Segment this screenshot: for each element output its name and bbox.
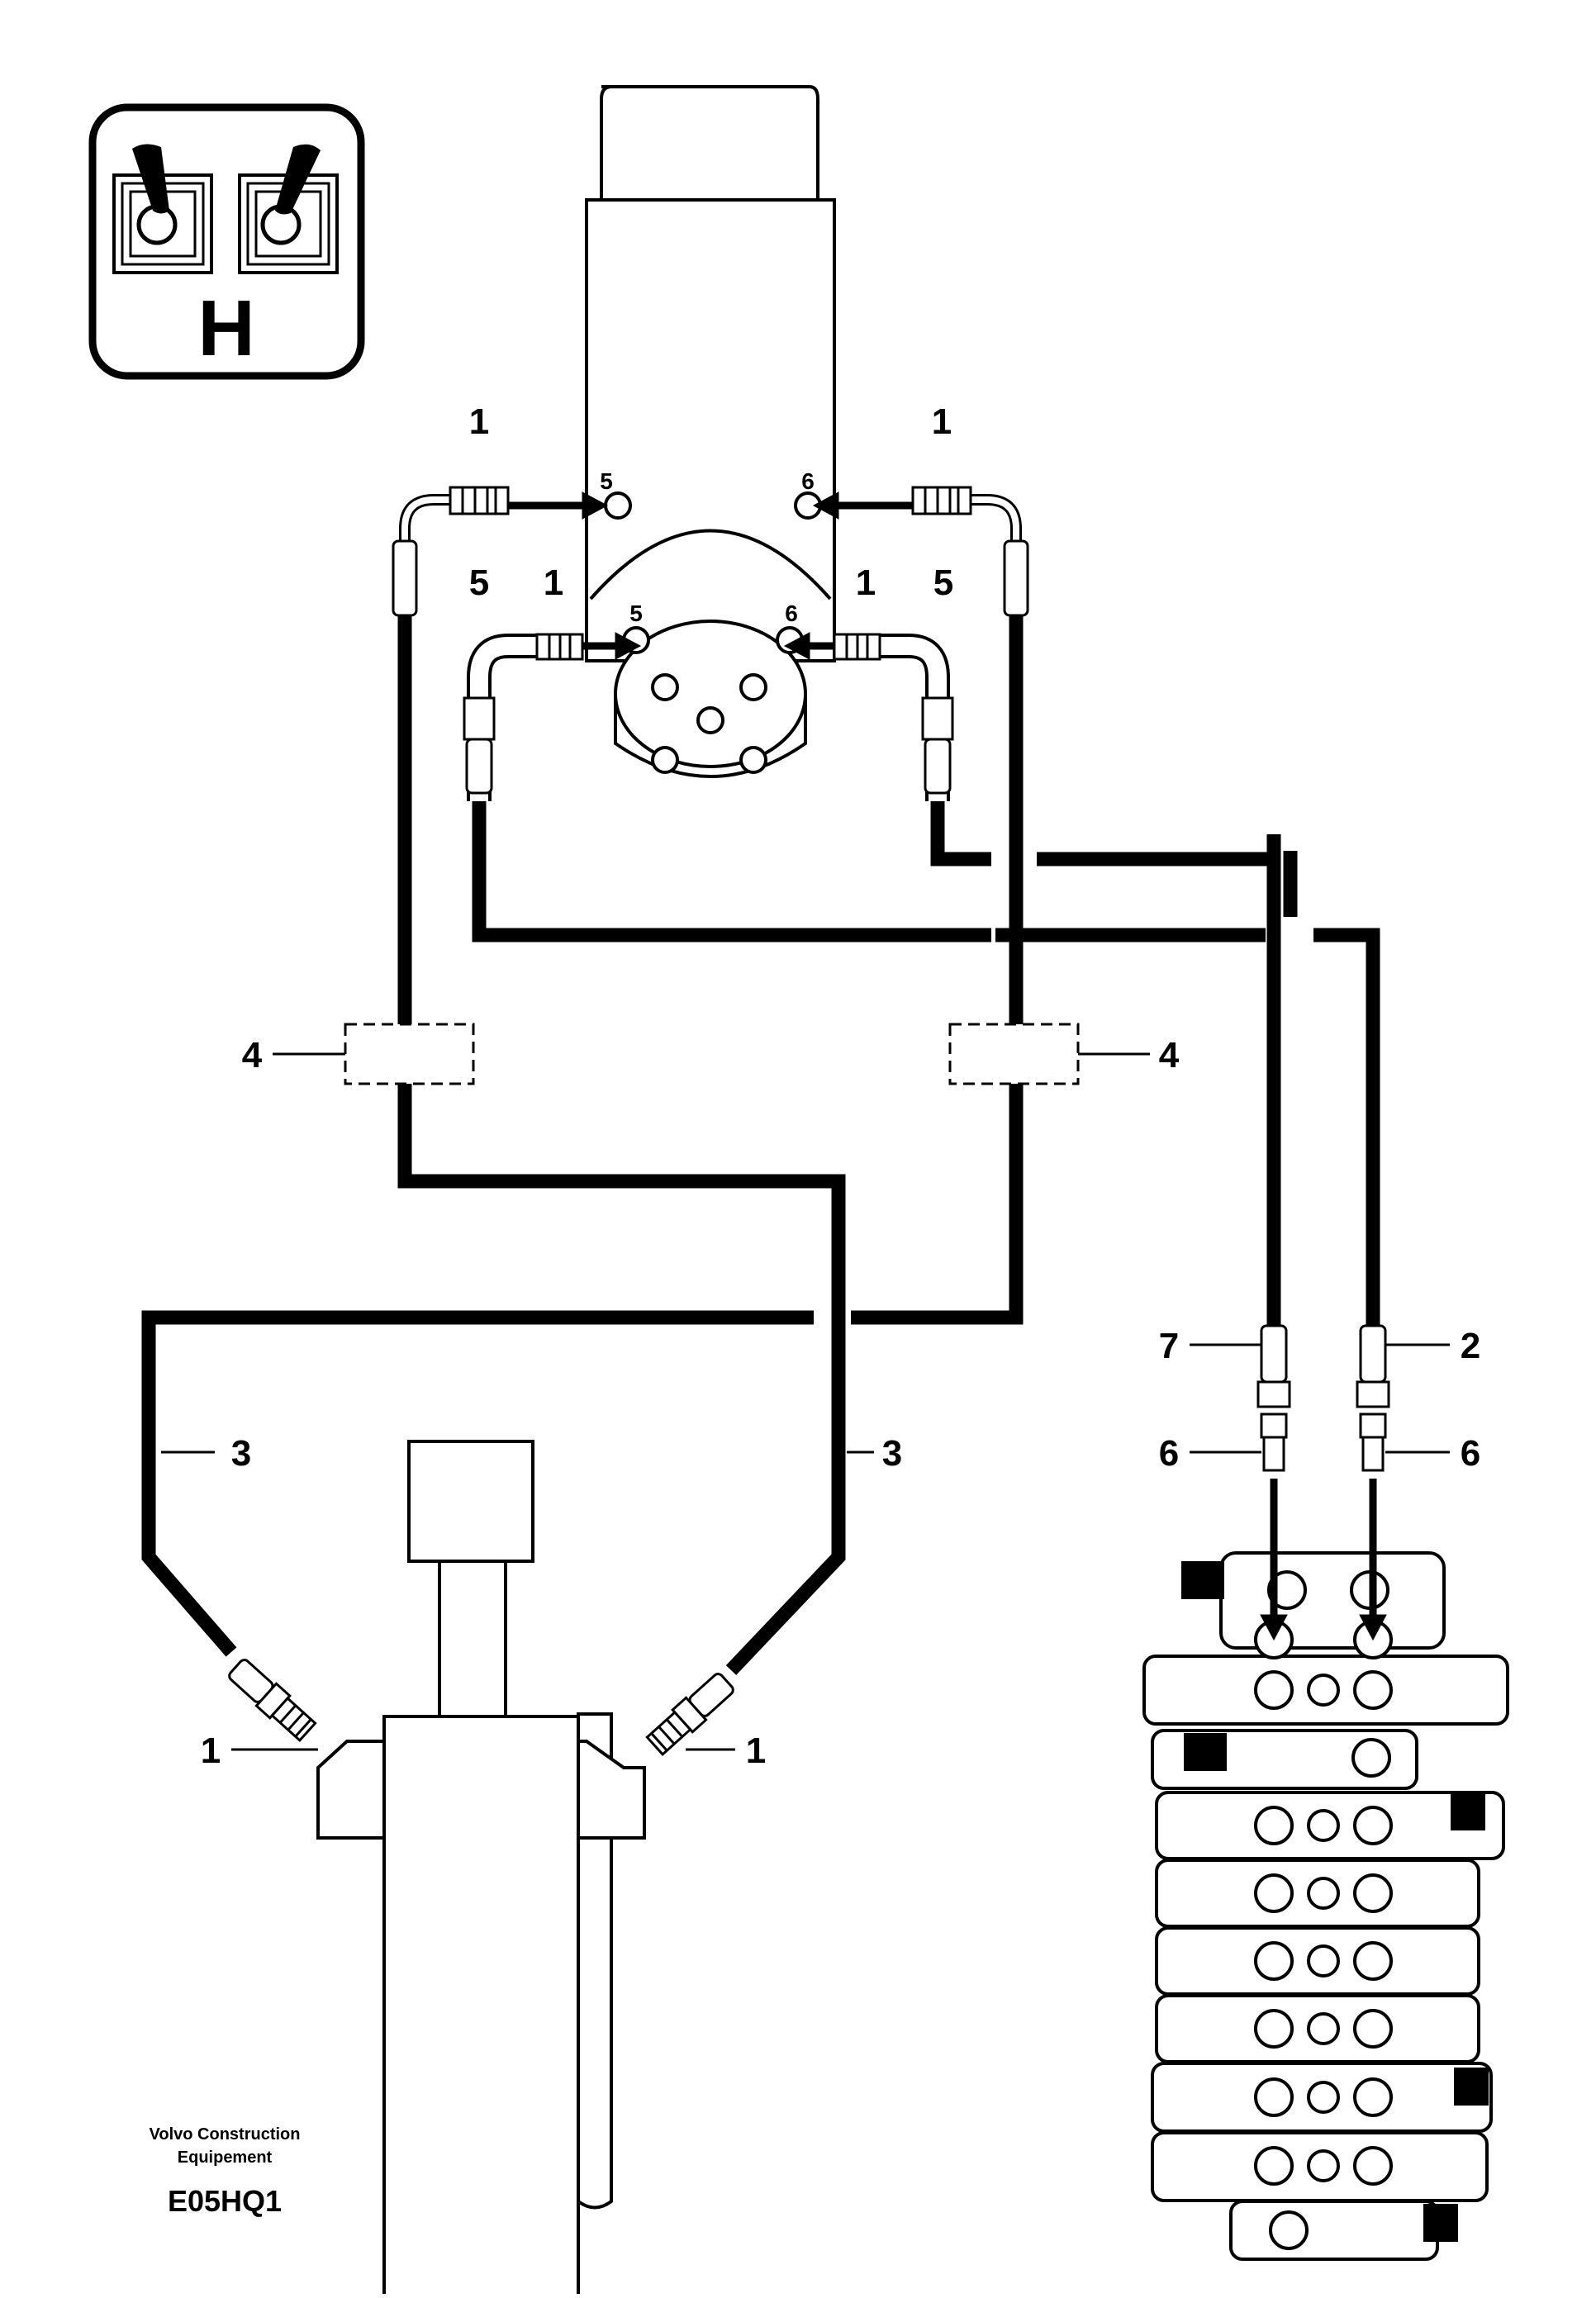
- motor-fittings: [392, 486, 1029, 801]
- callout-1: 1: [201, 1731, 221, 1771]
- callout-5: 5: [933, 563, 953, 603]
- callout-1: 1: [932, 401, 952, 442]
- cylinder-fittings: [228, 1659, 734, 1757]
- footer: Volvo Construction Equipement E05HQ1: [150, 2125, 301, 2218]
- callout-2: 2: [1461, 1326, 1480, 1366]
- hose-line: [397, 603, 846, 1675]
- callout-1: 1: [856, 563, 876, 603]
- callout-5: 5: [469, 563, 489, 603]
- callout-7: 7: [1159, 1326, 1179, 1366]
- callout-4: 4: [1159, 1035, 1180, 1075]
- port-mark-6: 6: [801, 468, 815, 494]
- control-valve-block: [1142, 1551, 1509, 2261]
- port-marks: 5 6 5 6: [600, 468, 815, 626]
- arrow-left-icon: [783, 632, 810, 660]
- callout-6: 6: [1461, 1433, 1480, 1474]
- port-mark-5: 5: [629, 601, 643, 626]
- callout-3: 3: [231, 1433, 251, 1474]
- left-joystick-icon: [112, 144, 213, 274]
- optional-valve-boxes: [344, 1023, 1080, 1085]
- callout-1: 1: [469, 401, 489, 442]
- connection-arrows: [508, 491, 913, 660]
- hose-line: [141, 1310, 814, 1657]
- callout-6: 6: [1159, 1433, 1179, 1474]
- figure-code: E05HQ1: [168, 2184, 282, 2218]
- callout-labels: 1 1 5 1 1 5 4 4 3 3 7 2 6 6 1 1: [201, 401, 1480, 1771]
- credit-line-2: Equipement: [178, 2148, 273, 2167]
- control-pattern-label: H: [197, 284, 254, 373]
- leader-lines: [161, 1052, 1450, 1751]
- port-mark-5: 5: [600, 468, 613, 494]
- arrow-down-icon: [1359, 1614, 1387, 1641]
- boom-cylinder: [316, 1440, 646, 2298]
- right-joystick-icon: [238, 144, 339, 274]
- arrow-left-icon: [812, 491, 839, 520]
- credit-line-1: Volvo Construction: [150, 2125, 301, 2144]
- control-pattern-symbol: H: [88, 103, 365, 380]
- arrow-down-icon: [1260, 1614, 1288, 1641]
- swing-motor: [585, 85, 836, 778]
- callout-1: 1: [544, 563, 563, 603]
- callout-1: 1: [746, 1731, 766, 1771]
- port-mark-6: 6: [785, 601, 798, 626]
- arrow-right-icon: [615, 632, 642, 660]
- valve-fittings: [1256, 1324, 1390, 1472]
- arrow-right-icon: [582, 491, 609, 520]
- callout-4: 4: [242, 1035, 263, 1075]
- callout-3: 3: [882, 1433, 902, 1474]
